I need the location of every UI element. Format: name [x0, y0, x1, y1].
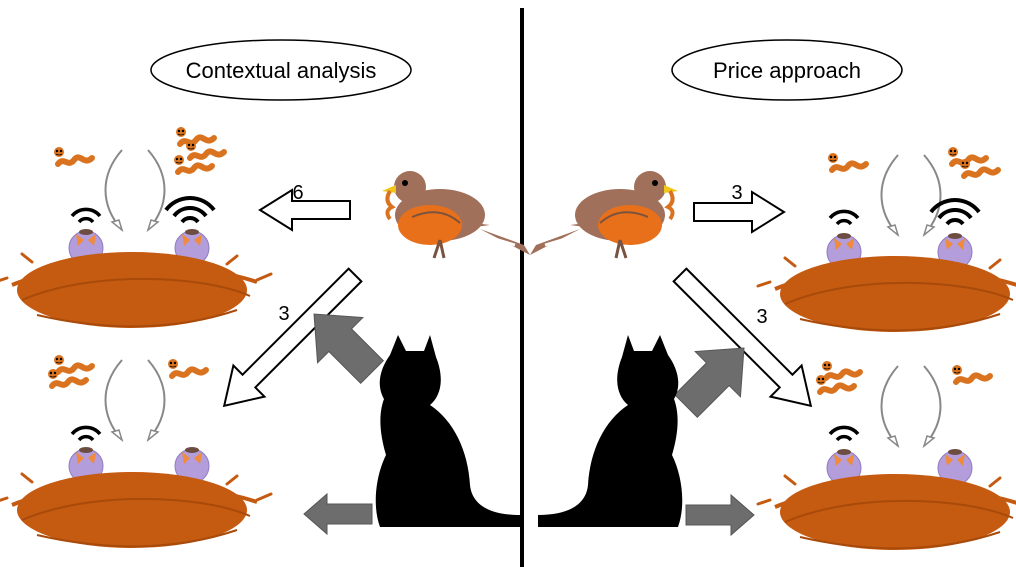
- feed-arrow-icon: [923, 154, 942, 236]
- robin-icon: [380, 169, 532, 260]
- robin-icon: [528, 169, 680, 260]
- worm-icon: [186, 141, 224, 158]
- feed-arrow-icon: [147, 359, 166, 441]
- signal-icon: [828, 209, 860, 226]
- left-title-text: Contextual analysis: [186, 58, 377, 83]
- left-top-arrow: [259, 189, 351, 231]
- feed-arrow-icon: [104, 359, 123, 441]
- signal-icon: [164, 196, 216, 224]
- cat-icon: [375, 335, 520, 527]
- feed-arrow-icon: [104, 149, 123, 231]
- worm-icon: [168, 359, 206, 376]
- right-top-nest-group: [756, 147, 1016, 334]
- signal-icon: [70, 425, 102, 442]
- left-panel-title: Contextual analysis: [150, 39, 412, 101]
- worm-icon: [54, 355, 92, 372]
- left-cat-side-arrow: [303, 493, 373, 535]
- feed-arrow-icon: [880, 365, 899, 447]
- right-cat-side-arrow: [685, 494, 755, 536]
- worm-icon: [828, 153, 866, 170]
- nest-icon: [756, 254, 1016, 334]
- worm-icon: [54, 147, 92, 164]
- left-diag-arrow-value: 3: [278, 303, 289, 325]
- worm-icon: [952, 365, 990, 382]
- right-diag-arrow-value: 3: [756, 306, 767, 328]
- signal-icon: [70, 207, 102, 224]
- cat-icon: [538, 335, 683, 527]
- left-cat-up-arrow: [290, 290, 396, 396]
- left-top-nest-group: [0, 127, 273, 330]
- feed-arrow-icon: [147, 149, 166, 231]
- feed-arrow-icon: [923, 365, 942, 447]
- nest-icon: [0, 250, 273, 330]
- right-top-arrow-value: 3: [731, 182, 742, 204]
- right-panel-title: Price approach: [671, 39, 903, 101]
- signal-icon: [828, 425, 860, 442]
- right-title-text: Price approach: [713, 58, 861, 83]
- worm-icon: [822, 361, 860, 378]
- nest-icon: [0, 470, 273, 550]
- left-top-arrow-value: 6: [292, 182, 303, 204]
- nest-icon: [756, 472, 1016, 552]
- worm-icon: [176, 127, 214, 144]
- feed-arrow-icon: [880, 154, 899, 236]
